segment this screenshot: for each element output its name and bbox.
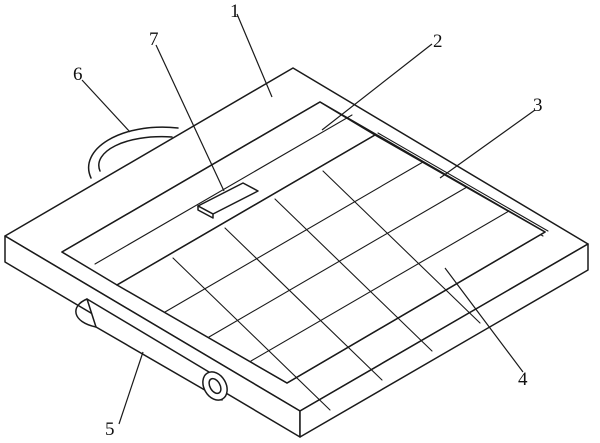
- callout-label-3: 3: [533, 95, 543, 116]
- carry-handle: [88, 126, 179, 179]
- callout-label-7: 7: [149, 29, 159, 50]
- side-cylinder: [75, 298, 228, 401]
- callout-labels: 1 2 3 4 5 6 7: [73, 1, 543, 440]
- panel-grid: [116, 134, 546, 411]
- board-right-face: [299, 243, 589, 438]
- callout-label-2: 2: [433, 31, 443, 52]
- callout-label-6: 6: [73, 64, 83, 85]
- callout-label-5: 5: [105, 419, 115, 440]
- small-module: [197, 182, 259, 219]
- callout-label-1: 1: [230, 1, 240, 22]
- callout-label-4: 4: [518, 369, 528, 390]
- panel-outline: [116, 134, 546, 384]
- leader-lines: [81, 13, 536, 425]
